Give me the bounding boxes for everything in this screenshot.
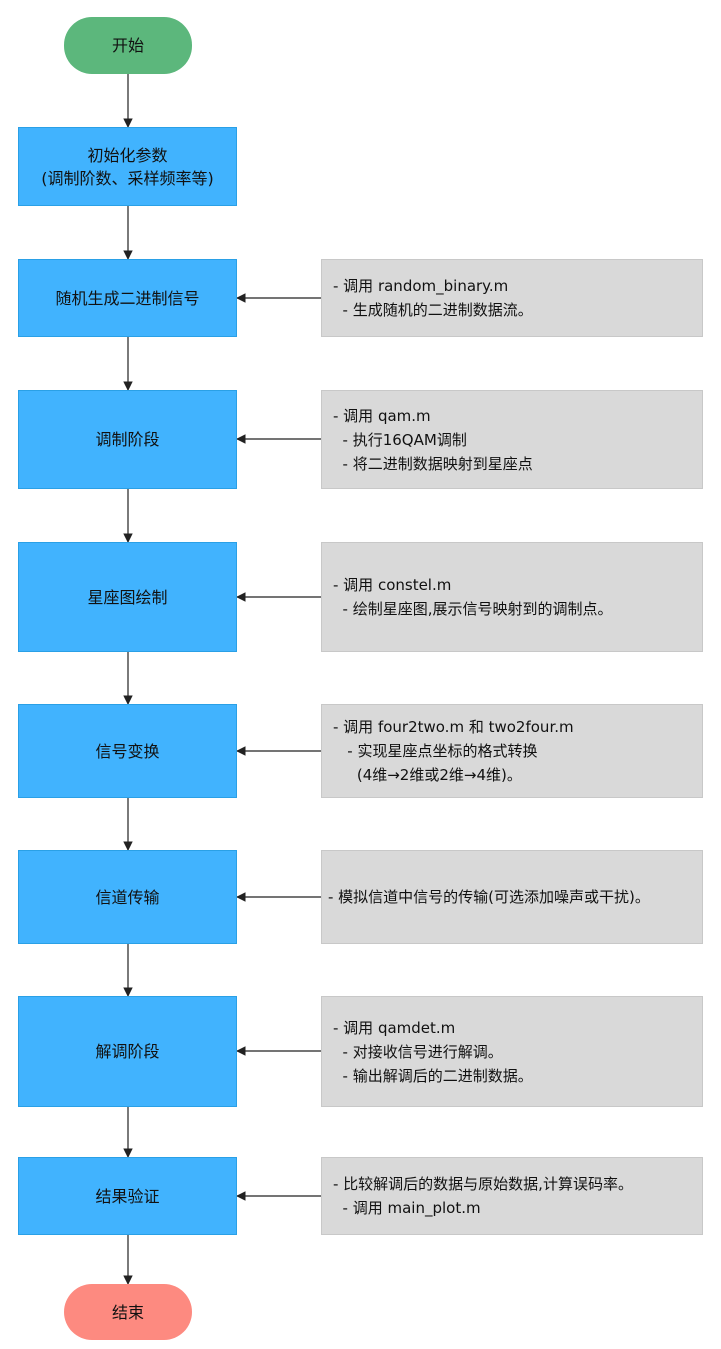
init-params-node: 初始化参数 (调制阶数、采样频率等) <box>18 127 237 206</box>
init-params-sublabel: (调制阶数、采样频率等) <box>41 168 214 188</box>
note-line: - 绘制星座图,展示信号映射到的调制点。 <box>333 600 613 618</box>
note-signal-transform: - 调用 four2two.m 和 two2four.m - 实现星座点坐标的格… <box>321 704 703 798</box>
signal-transform-node: 信号变换 <box>18 704 237 798</box>
note-line: - 调用 main_plot.m <box>333 1199 481 1217</box>
note-line: - 生成随机的二进制数据流。 <box>333 301 533 319</box>
note-line: - 调用 qamdet.m <box>333 1018 456 1037</box>
note-line: (4维→2维或2维→4维)。 <box>333 766 522 784</box>
demodulation-label: 解调阶段 <box>95 1042 160 1061</box>
init-params-label: 初始化参数 <box>87 145 168 165</box>
channel-label: 信道传输 <box>95 887 160 907</box>
constellation-node: 星座图绘制 <box>18 542 237 652</box>
signal-transform-label: 信号变换 <box>95 741 160 761</box>
note-line: - 实现星座点坐标的格式转换 <box>333 742 538 760</box>
note-line: - 调用 qam.m <box>333 406 431 425</box>
note-line: - 比较解调后的数据与原始数据,计算误码率。 <box>333 1175 633 1193</box>
end-label: 结束 <box>111 1302 144 1322</box>
note-line: - 调用 random_binary.m <box>333 277 509 295</box>
note-line: - 对接收信号进行解调。 <box>333 1042 503 1061</box>
modulation-label: 调制阶段 <box>95 430 160 449</box>
verification-node: 结果验证 <box>18 1157 237 1235</box>
verification-label: 结果验证 <box>95 1186 160 1206</box>
random-binary-node: 随机生成二进制信号 <box>18 259 237 337</box>
start-label: 开始 <box>111 36 144 55</box>
end-node: 结束 <box>64 1284 192 1340</box>
note-line: - 调用 four2two.m 和 two2four.m <box>333 718 574 736</box>
note-verification: - 比较解调后的数据与原始数据,计算误码率。 - 调用 main_plot.m <box>321 1157 703 1235</box>
note-line: - 输出解调后的二进制数据。 <box>333 1066 533 1085</box>
note-line: - 执行16QAM调制 <box>333 430 467 449</box>
start-node: 开始 <box>64 17 192 74</box>
note-random-binary: - 调用 random_binary.m - 生成随机的二进制数据流。 <box>321 259 703 337</box>
modulation-node: 调制阶段 <box>18 390 237 489</box>
random-binary-label: 随机生成二进制信号 <box>55 288 200 308</box>
note-channel: - 模拟信道中信号的传输(可选添加噪声或干扰)。 <box>321 850 703 944</box>
note-line: - 将二进制数据映射到星座点 <box>333 454 533 473</box>
note-line: - 调用 constel.m <box>333 576 452 594</box>
demodulation-node: 解调阶段 <box>18 996 237 1107</box>
note-constellation: - 调用 constel.m - 绘制星座图,展示信号映射到的调制点。 <box>321 542 703 652</box>
note-line: - 模拟信道中信号的传输(可选添加噪声或干扰)。 <box>328 888 650 906</box>
channel-node: 信道传输 <box>18 850 237 944</box>
constellation-label: 星座图绘制 <box>87 587 168 607</box>
note-modulation: - 调用 qam.m - 执行16QAM调制 - 将二进制数据映射到星座点 <box>321 390 703 489</box>
note-demodulation: - 调用 qamdet.m - 对接收信号进行解调。 - 输出解调后的二进制数据… <box>321 996 703 1107</box>
